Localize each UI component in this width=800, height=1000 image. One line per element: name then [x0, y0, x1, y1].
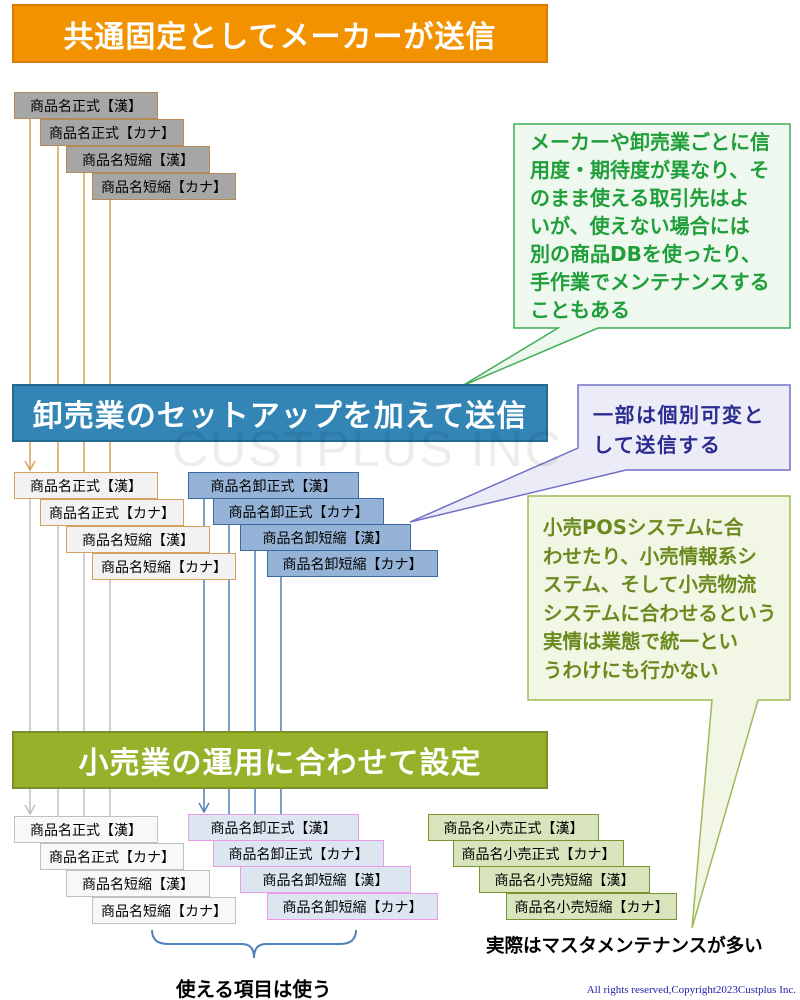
maker-item: 商品名正式【カナ】 — [40, 119, 184, 146]
callout-line: 用度・期待度が異なり、そ — [530, 158, 770, 182]
callout-partial-variable: 一部は個別可変と して送信する — [593, 400, 765, 460]
maker-item: 商品名短縮【カナ】 — [92, 173, 236, 200]
wholesale-common-item: 商品名正式【漢】 — [14, 472, 158, 499]
retail-item: 商品名小売正式【カナ】 — [453, 840, 624, 867]
retail-item: 商品名小売短縮【カナ】 — [506, 893, 677, 920]
retail-item: 商品名小売短縮【漢】 — [479, 866, 650, 893]
use-available-items-label: 使える項目は使う — [176, 978, 332, 1000]
banner-wholesale: 卸売業のセットアップを加えて送信 — [12, 384, 548, 442]
retail-common-item: 商品名正式【カナ】 — [40, 843, 184, 870]
retail-wholesale-item: 商品名卸短縮【漢】 — [240, 866, 411, 893]
callout-line: 別の商品DBを使ったり、 — [530, 242, 762, 266]
retail-wholesale-item: 商品名卸正式【カナ】 — [213, 840, 384, 867]
maker-item: 商品名短縮【漢】 — [66, 146, 210, 173]
retail-common-item: 商品名短縮【カナ】 — [92, 897, 236, 924]
wholesale-common-item: 商品名短縮【カナ】 — [92, 553, 236, 580]
retail-wholesale-item: 商品名卸短縮【カナ】 — [267, 893, 438, 920]
callout-line: 一部は個別可変と — [593, 403, 765, 427]
wholesale-common-item: 商品名短縮【漢】 — [66, 526, 210, 553]
wholesale-item: 商品名卸正式【漢】 — [188, 472, 359, 499]
callout-reliability-shape — [461, 123, 791, 387]
wholesale-item: 商品名卸正式【カナ】 — [213, 498, 384, 525]
arrowhead — [198, 802, 210, 814]
callout-reliability: メーカーや卸売業ごとに信 用度・期待度が異なり、そ のまま使える取引先はよ いが… — [530, 128, 770, 324]
arrowhead — [24, 460, 36, 472]
callout-line: うわけにも行かない — [543, 658, 719, 682]
banner-retail: 小売業の運用に合わせて設定 — [12, 731, 548, 789]
callout-line: 手作業でメンテナンスする — [530, 270, 770, 294]
brace — [151, 929, 357, 959]
callout-retail-systems: 小売POSシステムに合 わせたり、小売情報系シ ステム、そして小売物流 システム… — [543, 514, 776, 685]
maker-item: 商品名正式【漢】 — [14, 92, 158, 119]
callout-line: ステム、そして小売物流 — [543, 573, 757, 596]
callout-line: のまま使える取引先はよ — [530, 186, 750, 210]
reality-note: 実際はマスタメンテナンスが多い — [486, 936, 763, 957]
callout-line: して送信する — [593, 433, 722, 457]
callout-line: 実情は業態で統一とい — [543, 630, 739, 653]
arrowhead — [24, 804, 36, 816]
wholesale-item: 商品名卸短縮【カナ】 — [267, 550, 438, 577]
callout-line: システムに合わせるという — [543, 601, 777, 625]
retail-wholesale-item: 商品名卸正式【漢】 — [188, 814, 359, 841]
callout-line: メーカーや卸売業ごとに信 — [530, 130, 770, 154]
banner-maker: 共通固定としてメーカーが送信 — [12, 4, 548, 63]
wholesale-common-item: 商品名正式【カナ】 — [40, 499, 184, 526]
wholesale-item: 商品名卸短縮【漢】 — [240, 524, 411, 551]
callout-retail-systems-shape — [527, 495, 791, 929]
retail-common-item: 商品名短縮【漢】 — [66, 870, 210, 897]
callout-line: 小売POSシステムに合 — [543, 516, 744, 539]
callout-line: いが、使えない場合には — [530, 214, 750, 238]
callout-partial-shape — [409, 384, 791, 523]
callout-line: わせたり、小売情報系シ — [543, 544, 757, 568]
retail-item: 商品名小売正式【漢】 — [428, 814, 599, 841]
callout-line: こともある — [530, 298, 630, 322]
copyright-notice: All rights reserved,Copyright2023Custplu… — [586, 984, 796, 996]
retail-common-item: 商品名正式【漢】 — [14, 816, 158, 843]
